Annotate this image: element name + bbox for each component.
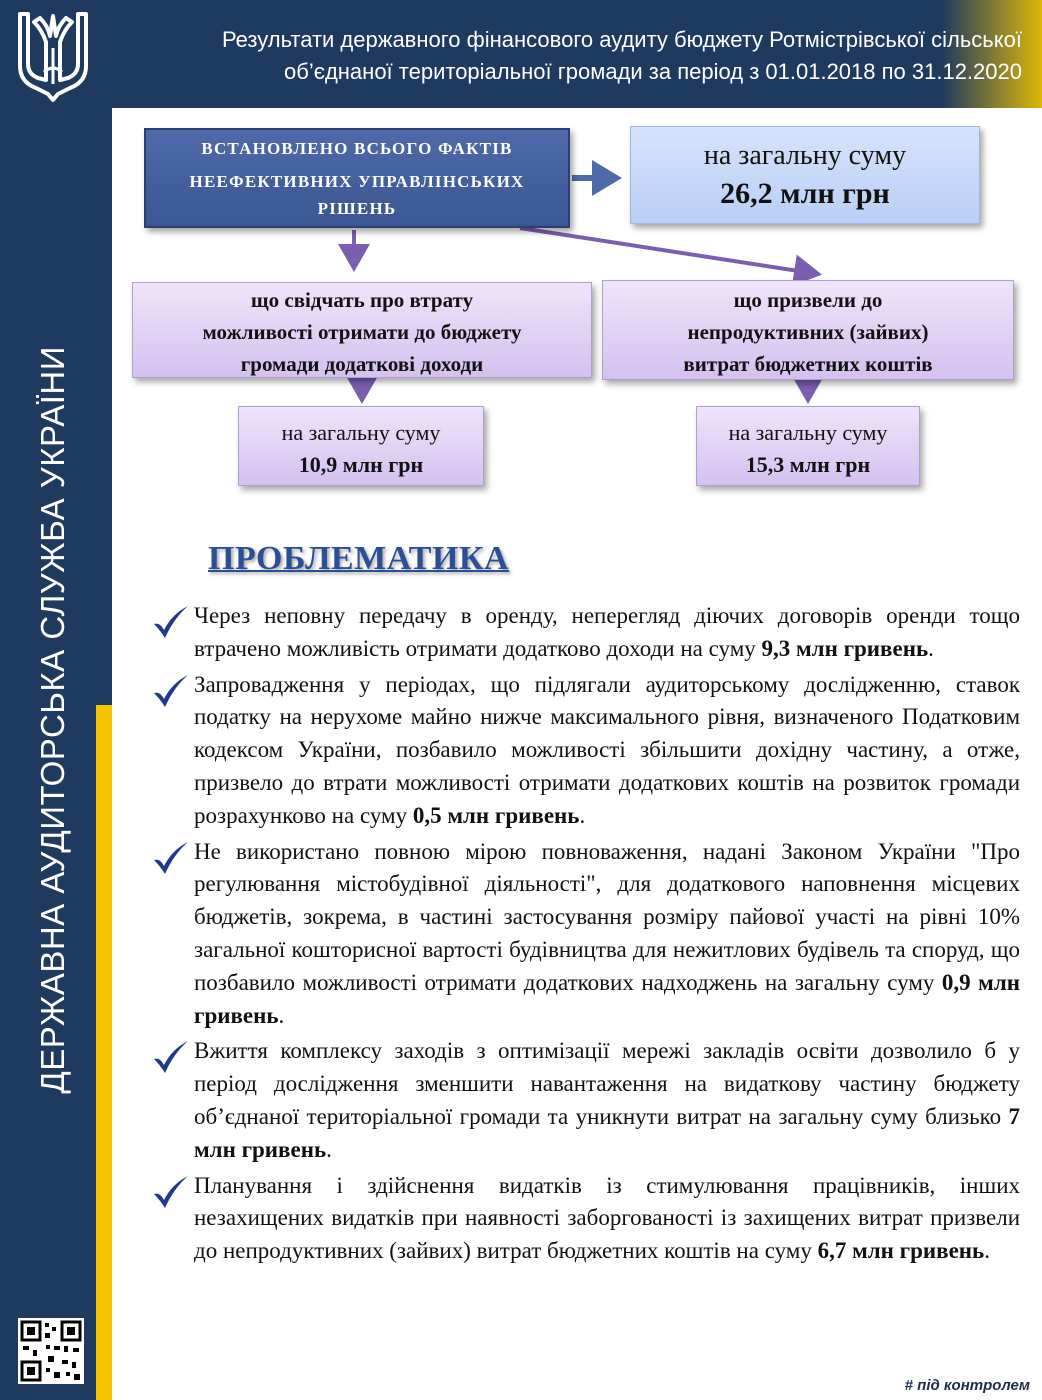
issues-list: Через неповну передачу в оренду, неперег… bbox=[150, 600, 1020, 1268]
total-facts-line-1: ВСТАНОВЛЕНО ВСЬОГО ФАКТІВ bbox=[201, 139, 513, 158]
list-item: Планування і здійснення видатків із стим… bbox=[150, 1170, 1020, 1268]
unproductive-sum-label: на загальну суму bbox=[728, 420, 888, 445]
vertical-org-name: ДЕРЖАВНА АУДИТОРСЬКА СЛУЖБА УКРАЇНИ bbox=[34, 346, 71, 1094]
qr-code-icon[interactable] bbox=[18, 1318, 84, 1384]
list-item-text: Не використано повною мірою повноваження… bbox=[194, 838, 1020, 1028]
list-item-text: Планування і здійснення видатків із стим… bbox=[194, 1172, 1020, 1264]
total-sum-box: на загальну суму 26,2 млн грн bbox=[630, 126, 980, 224]
page-title: Результати державного фінансового аудиту… bbox=[112, 24, 1032, 88]
list-item: Через неповну передачу в оренду, неперег… bbox=[150, 600, 1020, 666]
checkmark-icon bbox=[154, 841, 188, 874]
unproductive-sum-box: на загальну суму 15,3 млн грн bbox=[696, 406, 920, 486]
list-item-text: Вжиття комплексу заходів з оптимізації м… bbox=[194, 1038, 1020, 1162]
lost-revenue-line-1: що свідчать про втрату bbox=[250, 288, 474, 312]
lost-revenue-sum-label: на загальну суму bbox=[281, 420, 441, 445]
tryzub-icon bbox=[18, 12, 88, 102]
unproductive-line-1: що призвели до bbox=[733, 288, 883, 312]
lost-revenue-line-3: громади додаткові доходи bbox=[240, 352, 484, 376]
lost-revenue-sum-box: на загальну суму 10,9 млн грн bbox=[238, 406, 484, 486]
arrow-to-right bbox=[519, 226, 822, 287]
total-sum-value: 26,2 млн грн bbox=[720, 177, 890, 210]
checkmark-icon bbox=[154, 674, 188, 707]
unproductive-line-2: непродуктивних (зайвих) bbox=[687, 320, 929, 344]
hashtag-label: # під контролем bbox=[904, 1377, 1030, 1394]
lost-revenue-line-2: можливості отримати до бюджету bbox=[202, 320, 522, 344]
lost-revenue-box: що свідчать про втрату можливості отрима… bbox=[132, 282, 592, 378]
checkmark-icon bbox=[154, 606, 188, 638]
checkmark-icon bbox=[154, 1041, 188, 1074]
list-item: Вжиття комплексу заходів з оптимізації м… bbox=[150, 1035, 1020, 1166]
unproductive-spending-box: що призвели до непродуктивних (зайвих) в… bbox=[602, 280, 1014, 380]
lost-revenue-sum-value: 10,9 млн грн bbox=[298, 452, 424, 477]
header-band: Результати державного фінансового аудиту… bbox=[112, 0, 1042, 108]
title-line-1: Результати державного фінансового аудиту… bbox=[221, 27, 1022, 52]
title-line-2: об’єднаної територіальної громади за пер… bbox=[284, 59, 1022, 84]
header-yellow-strip bbox=[942, 0, 1042, 108]
sidebar-band: ДЕРЖАВНА АУДИТОРСЬКА СЛУЖБА УКРАЇНИ bbox=[0, 0, 112, 1400]
total-facts-line-2: НЕЕФЕКТИВНИХ УПРАВЛІНСЬКИХ bbox=[189, 172, 525, 191]
unproductive-line-3: витрат бюджетних коштів bbox=[683, 352, 933, 376]
list-item-text: Запровадження у періодах, що підлягали а… bbox=[194, 671, 1020, 828]
list-item: Запровадження у періодах, що підлягали а… bbox=[150, 669, 1020, 833]
section-title: ПРОБЛЕМАТИКА bbox=[208, 540, 510, 577]
checkmark-icon bbox=[154, 1175, 188, 1208]
list-item-text: Через неповну передачу в оренду, неперег… bbox=[194, 603, 1020, 661]
flag-yellow-bar bbox=[96, 705, 112, 1400]
total-sum-label: на загальну суму bbox=[703, 140, 907, 171]
total-facts-line-3: РІШЕНЬ bbox=[317, 199, 397, 218]
total-facts-box: ВСТАНОВЛЕНО ВСЬОГО ФАКТІВ НЕЕФЕКТИВНИХ У… bbox=[144, 128, 570, 228]
unproductive-sum-value: 15,3 млн грн bbox=[745, 452, 871, 477]
list-item: Не використано повною мірою повноваження… bbox=[150, 836, 1020, 1033]
